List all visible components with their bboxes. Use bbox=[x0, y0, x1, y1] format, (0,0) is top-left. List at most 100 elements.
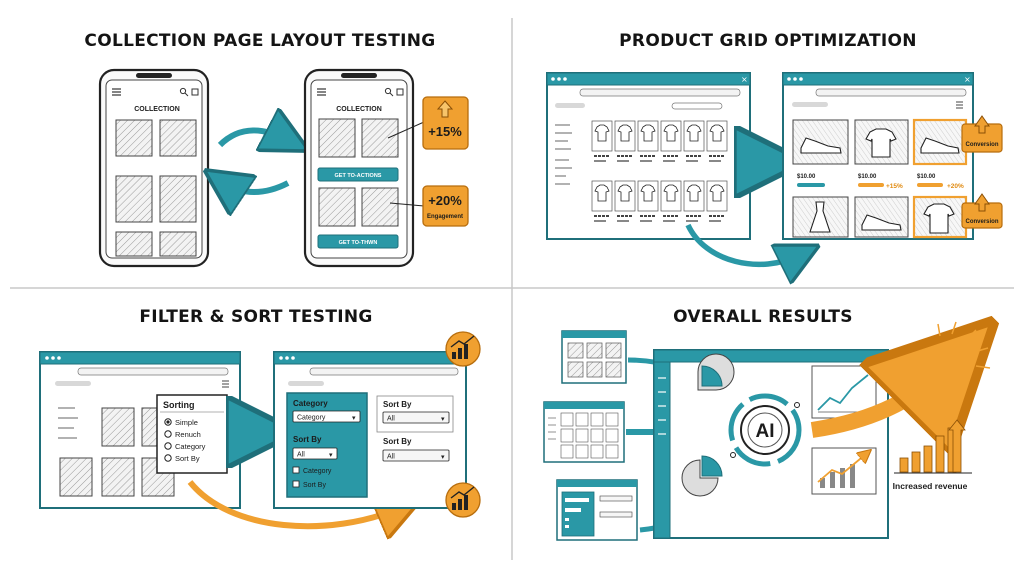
product-tile[interactable] bbox=[159, 119, 197, 157]
address-bar[interactable] bbox=[579, 88, 741, 97]
growth-arrow bbox=[810, 365, 950, 430]
category-label: Category bbox=[293, 399, 328, 408]
product-tile[interactable] bbox=[318, 118, 356, 158]
product-tile[interactable] bbox=[101, 407, 135, 447]
sortby-select[interactable] bbox=[292, 447, 338, 460]
filter-panel bbox=[286, 392, 368, 498]
cta-top-label: GET TO-ACTIONS bbox=[335, 173, 382, 179]
product-tile[interactable] bbox=[115, 119, 153, 157]
address-bar[interactable] bbox=[77, 367, 229, 376]
rating-mark bbox=[644, 155, 647, 157]
radio-category[interactable] bbox=[164, 442, 172, 450]
thumb-tile bbox=[590, 412, 604, 427]
product-tile[interactable] bbox=[159, 175, 197, 223]
product-tile[interactable] bbox=[59, 457, 93, 497]
address-bar[interactable] bbox=[815, 88, 967, 97]
rating-mark bbox=[671, 215, 674, 217]
search-icon[interactable] bbox=[179, 87, 189, 97]
checkbox-category[interactable] bbox=[292, 466, 300, 474]
product-card[interactable] bbox=[792, 119, 849, 165]
search-input[interactable] bbox=[671, 102, 723, 110]
product-card[interactable] bbox=[854, 196, 909, 238]
product-tile[interactable] bbox=[159, 231, 197, 257]
rating-mark bbox=[713, 155, 716, 157]
panel-overall-results: OVERALL RESULTS bbox=[543, 307, 990, 541]
tshirt-icon bbox=[640, 184, 656, 202]
phone-original: COLLECTION bbox=[98, 68, 210, 268]
menu-icon[interactable] bbox=[317, 88, 326, 96]
chevron-down-icon: ▾ bbox=[441, 415, 445, 423]
chevron-down-icon: ▾ bbox=[329, 451, 333, 459]
lift-badge-20-text: +20% bbox=[428, 193, 462, 208]
price-line bbox=[663, 160, 675, 162]
curved-orange-arrow bbox=[187, 480, 400, 526]
thumb-browser-3 bbox=[556, 479, 638, 541]
panel-title-grid: PRODUCT GRID OPTIMIZATION bbox=[619, 31, 917, 51]
sneaker-icon bbox=[800, 137, 842, 154]
menu-icon[interactable] bbox=[112, 88, 121, 96]
rating-mark bbox=[721, 155, 724, 157]
category-select[interactable] bbox=[292, 410, 361, 423]
lift-badge-20: +20% Engagement bbox=[422, 185, 469, 227]
cart-icon[interactable] bbox=[191, 88, 199, 96]
cta-bottom-label: GET TO-THWN bbox=[339, 240, 378, 246]
checkbox-sort-by[interactable] bbox=[292, 480, 300, 488]
thumb-browser-2 bbox=[543, 401, 625, 463]
add-to-cart-button[interactable] bbox=[858, 183, 884, 187]
rating-mark bbox=[625, 155, 628, 157]
right-select-2-value: All bbox=[387, 454, 395, 461]
rating-mark bbox=[648, 215, 651, 217]
price-line bbox=[617, 160, 629, 162]
add-to-cart-button[interactable] bbox=[797, 183, 825, 187]
product-tile[interactable] bbox=[318, 187, 356, 227]
thumb-tile bbox=[560, 412, 574, 427]
product-tile[interactable] bbox=[361, 187, 399, 227]
panel-title-results: OVERALL RESULTS bbox=[673, 307, 853, 327]
price-line bbox=[663, 220, 675, 222]
product-tile[interactable] bbox=[101, 457, 135, 497]
rating-mark bbox=[663, 155, 666, 157]
right-sortby-label-1: Sort By bbox=[383, 400, 412, 409]
product-tile[interactable] bbox=[361, 118, 399, 158]
curved-flow-arrow bbox=[685, 223, 800, 264]
growth-icon-top bbox=[445, 331, 481, 367]
product-tile[interactable] bbox=[115, 231, 153, 257]
dress-icon bbox=[809, 201, 831, 233]
close-icon[interactable]: × bbox=[964, 75, 971, 84]
rating-mark bbox=[667, 215, 670, 217]
tshirt-icon bbox=[594, 124, 610, 142]
close-icon[interactable]: × bbox=[741, 75, 748, 84]
thumb-tile bbox=[605, 444, 619, 459]
product-card-highlight[interactable] bbox=[912, 118, 968, 166]
up-arrow-icon bbox=[974, 193, 990, 212]
add-to-cart-button[interactable] bbox=[917, 183, 943, 187]
rating-mark bbox=[606, 155, 609, 157]
radio-label: Sort By bbox=[175, 454, 200, 463]
cart-icon[interactable] bbox=[396, 88, 404, 96]
panel-title-collection: COLLECTION PAGE LAYOUT TESTING bbox=[84, 31, 435, 51]
right-select-1[interactable] bbox=[382, 411, 450, 424]
thumb-tile bbox=[575, 412, 589, 427]
radio-renuch[interactable] bbox=[164, 430, 172, 438]
price-line bbox=[686, 160, 698, 162]
right-select-2[interactable] bbox=[382, 449, 450, 462]
panel-product-grid: PRODUCT GRID OPTIMIZATION × bbox=[546, 31, 1003, 264]
checkbox-label: Category bbox=[303, 468, 332, 475]
tshirt-icon bbox=[617, 184, 633, 202]
sorting-popup-title: Sorting bbox=[163, 400, 195, 410]
category-select-value: Category bbox=[297, 415, 326, 422]
cta-button-bottom[interactable] bbox=[317, 234, 399, 249]
rating-mark bbox=[644, 215, 647, 217]
search-icon[interactable] bbox=[384, 87, 394, 97]
price-line bbox=[594, 220, 606, 222]
growth-icon-bottom bbox=[445, 482, 481, 518]
rating-mark bbox=[690, 155, 693, 157]
product-tile[interactable] bbox=[115, 175, 153, 223]
rating-mark bbox=[709, 215, 712, 217]
ai-hub: AI bbox=[728, 393, 802, 467]
cta-button-top[interactable] bbox=[317, 167, 399, 182]
address-bar[interactable] bbox=[309, 367, 459, 376]
radio-sort-by[interactable] bbox=[164, 454, 172, 462]
rating-mark bbox=[621, 155, 624, 157]
